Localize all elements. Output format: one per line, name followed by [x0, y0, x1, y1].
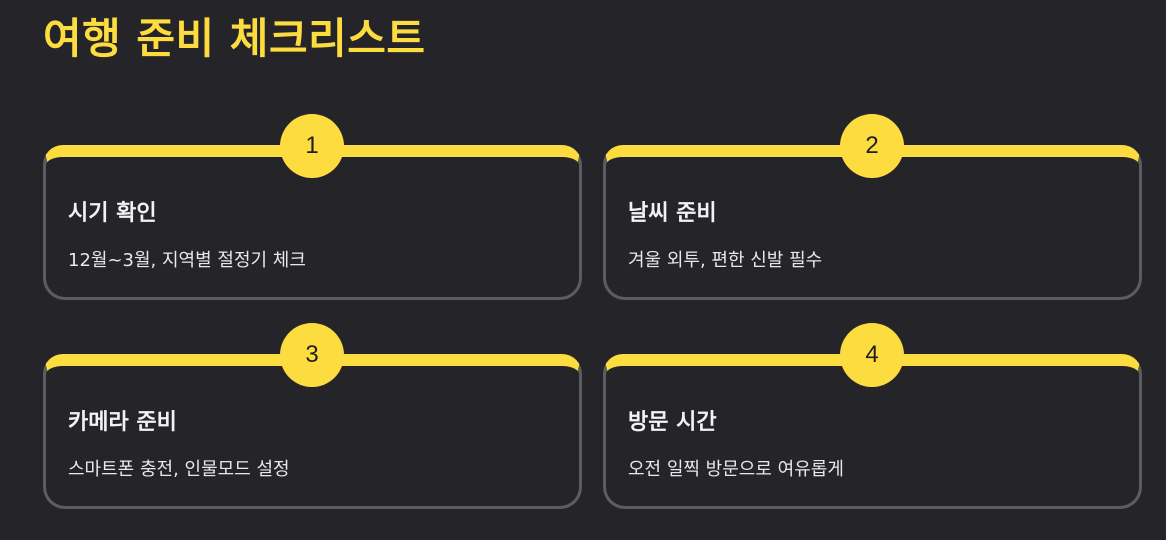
card-title: 방문 시간 [628, 410, 717, 435]
checklist-card-3: 3 카메라 준비 스마트폰 충전, 인물모드 설정 [43, 323, 582, 509]
card-title: 시기 확인 [68, 201, 157, 226]
card-description: 겨울 외투, 편한 신발 필수 [628, 250, 823, 271]
step-number-badge: 3 [280, 323, 344, 387]
checklist-card-1: 1 시기 확인 12월~3월, 지역별 절정기 체크 [43, 114, 582, 300]
checklist-card-2: 2 날씨 준비 겨울 외투, 편한 신발 필수 [603, 114, 1142, 300]
step-number-badge: 1 [280, 114, 344, 178]
card-description: 스마트폰 충전, 인물모드 설정 [68, 459, 290, 480]
page-title: 여행 준비 체크리스트 [43, 14, 426, 63]
card-title: 날씨 준비 [628, 201, 717, 226]
card-title: 카메라 준비 [68, 410, 177, 435]
step-number-badge: 2 [840, 114, 904, 178]
checklist-card-4: 4 방문 시간 오전 일찍 방문으로 여유롭게 [603, 323, 1142, 509]
step-number-badge: 4 [840, 323, 904, 387]
card-description: 오전 일찍 방문으로 여유롭게 [628, 459, 844, 480]
card-description: 12월~3월, 지역별 절정기 체크 [68, 250, 306, 271]
